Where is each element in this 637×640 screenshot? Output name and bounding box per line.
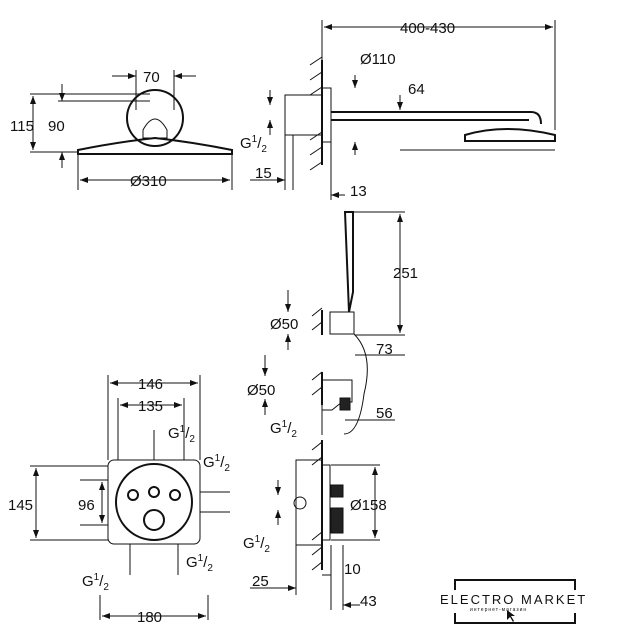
thread-g-half-1: G1/2: [240, 134, 267, 155]
thread-g-half-3: G1/2: [168, 424, 195, 445]
dim-73: 73: [376, 341, 393, 358]
dim-56: 56: [376, 405, 393, 422]
thermostat-side-view: [250, 440, 380, 610]
dim-180: 180: [137, 609, 162, 626]
svg-text:ELECTRO MARKET: ELECTRO MARKET: [440, 592, 587, 607]
dim-64: 64: [408, 81, 425, 98]
head-shower-side-view: [250, 20, 556, 200]
dim-135: 135: [138, 398, 163, 415]
dim-25: 25: [252, 573, 269, 590]
dim-90: 90: [48, 118, 65, 135]
dim-dia-158: Ø158: [350, 497, 387, 514]
dim-dia-50-a: Ø50: [270, 316, 298, 333]
dim-251: 251: [393, 265, 418, 282]
svg-text:интернет-магазин: интернет-магазин: [470, 607, 527, 613]
thread-g-half-7: G1/2: [243, 534, 270, 555]
dim-dia-50-b: Ø50: [247, 382, 275, 399]
thread-g-half-2: G1/2: [270, 419, 297, 440]
thread-g-half-4: G1/2: [203, 453, 230, 474]
thermostat-front-view: [30, 375, 230, 620]
dim-400-430: 400-430: [400, 20, 455, 37]
dim-dia-110: Ø110: [360, 51, 396, 68]
dim-dia-310: Ø310: [130, 173, 167, 190]
dim-70: 70: [143, 69, 160, 86]
head-shower-front-view: [30, 70, 233, 190]
dim-13: 13: [350, 183, 367, 200]
dim-10: 10: [344, 561, 361, 578]
hand-shower-view: [262, 211, 405, 435]
dim-146: 146: [138, 376, 163, 393]
dim-115: 115: [10, 118, 34, 135]
electro-market-logo: ELECTRO MARKET интернет-магазин: [440, 579, 587, 624]
dim-15: 15: [255, 165, 272, 182]
dim-96: 96: [78, 497, 95, 514]
cursor-icon: [507, 610, 515, 622]
thread-g-half-5: G1/2: [186, 553, 213, 574]
thread-g-half-6: G1/2: [82, 572, 109, 593]
dim-145: 145: [8, 497, 33, 514]
dim-43: 43: [360, 593, 377, 610]
